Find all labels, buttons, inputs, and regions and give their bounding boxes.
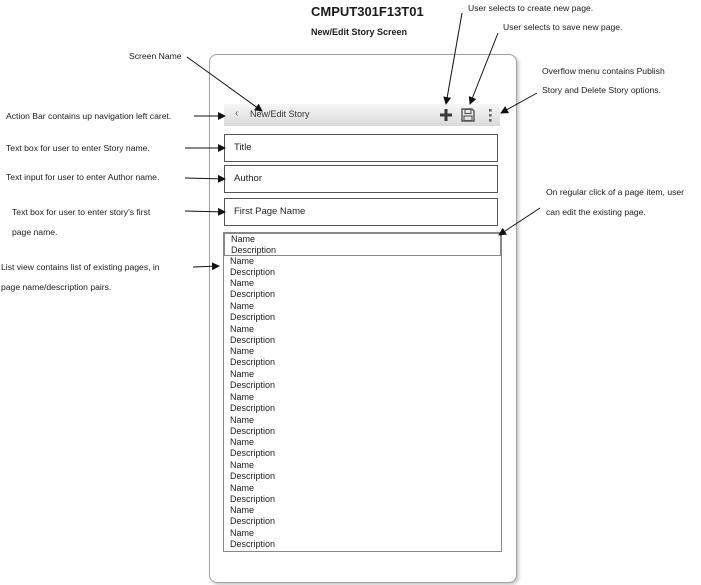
- diagram-subtitle: New/Edit Story Screen: [311, 27, 408, 37]
- list-item-name: Name: [230, 301, 255, 312]
- list-item-description: Description: [230, 312, 276, 323]
- note-click-line1: On regular click of a page item, user: [546, 187, 685, 197]
- note-action-bar: Action Bar contains up navigation left c…: [6, 111, 172, 121]
- list-item-name: Name: [230, 369, 255, 380]
- list-item-name: Name: [230, 482, 255, 493]
- arrow-author-box: [184, 174, 226, 183]
- list-item-name: Name: [230, 414, 255, 425]
- list-item-name: Name: [230, 437, 255, 448]
- action-bar-title: New/Edit Story: [250, 109, 310, 119]
- arrow-list-item-click: [498, 207, 541, 236]
- up-caret-icon[interactable]: ‹: [235, 108, 239, 119]
- note-list-line1: List view contains list of existing page…: [1, 262, 160, 272]
- list-item-description: Description: [230, 289, 276, 300]
- list-item-name: Name: [230, 323, 255, 334]
- note-first-page-line1: Text box for user to enter story's first: [12, 207, 151, 217]
- author-field[interactable]: Author: [224, 165, 498, 193]
- plus-icon[interactable]: [438, 107, 454, 123]
- list-item-name: Name: [230, 278, 255, 289]
- arrow-save-page: [468, 32, 499, 105]
- arrow-create-page: [443, 12, 463, 105]
- action-bar: ‹ New/Edit Story: [224, 104, 500, 126]
- diagram-title: CMPUT301F13T01: [311, 4, 424, 19]
- arrow-list-view: [192, 262, 220, 271]
- list-item-name: Name: [230, 505, 255, 516]
- note-click-line2: can edit the existing page.: [546, 207, 646, 217]
- note-list-line2: page name/description pairs.: [1, 282, 112, 292]
- note-screen-name: Screen Name: [129, 51, 182, 61]
- list-item-name: Name: [230, 391, 255, 402]
- list-item-name: Name: [230, 346, 255, 357]
- arrow-first-page-box: [184, 207, 226, 216]
- note-title-box: Text box for user to enter Story name.: [6, 143, 150, 153]
- note-first-page-line2: page name.: [12, 227, 58, 237]
- list-item-description: Description: [230, 402, 276, 413]
- list-item-description: Description: [230, 425, 276, 436]
- author-placeholder: Author: [234, 173, 262, 184]
- list-item-description: Description: [230, 357, 276, 368]
- arrow-screen-name: [186, 56, 263, 112]
- list-item-description: Description: [230, 266, 276, 277]
- first-page-name-placeholder: First Page Name: [234, 206, 306, 217]
- note-author-box: Text input for user to enter Author name…: [6, 172, 160, 182]
- list-item-description: Description: [230, 470, 276, 481]
- overflow-menu-icon[interactable]: [486, 107, 494, 123]
- note-create-page: User selects to create new page.: [468, 3, 594, 13]
- arrow-overflow-menu: [500, 92, 538, 114]
- list-item-description: Description: [231, 245, 277, 255]
- note-overflow-line2: Story and Delete Story options.: [542, 85, 661, 95]
- first-page-name-field[interactable]: First Page Name: [224, 198, 498, 226]
- list-item-description: Description: [230, 538, 276, 549]
- save-icon[interactable]: [460, 107, 476, 123]
- list-item-name: Name: [230, 255, 255, 266]
- note-overflow-line1: Overflow menu contains Publish: [542, 66, 665, 76]
- story-title-placeholder: Title: [234, 142, 252, 153]
- note-save-page: User selects to save new page.: [503, 22, 623, 32]
- list-item-description: Description: [230, 380, 276, 391]
- list-item-description: Description: [230, 493, 276, 504]
- list-item-name: Name: [230, 527, 255, 538]
- list-item-description: Description: [230, 334, 276, 345]
- list-item-description: Description: [230, 516, 276, 527]
- list-item-name: Name: [230, 459, 255, 470]
- list-item-description: Description: [230, 448, 276, 459]
- list-item-name: Name: [231, 234, 256, 244]
